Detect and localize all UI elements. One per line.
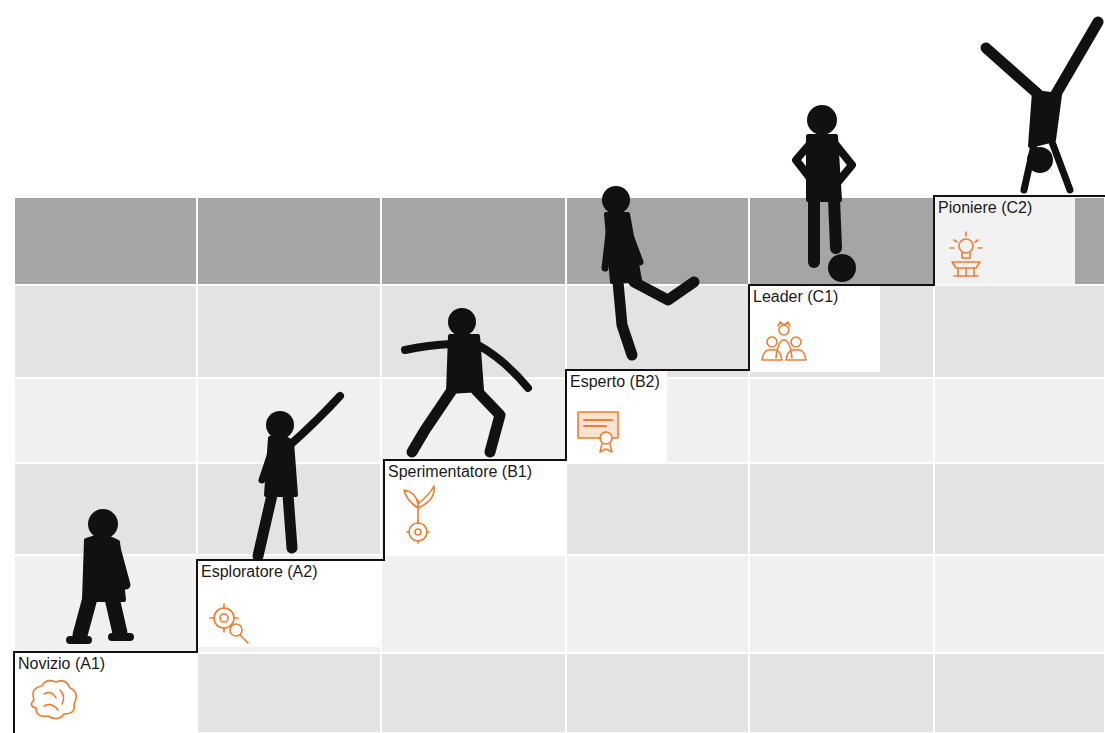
jumping-silhouette bbox=[405, 308, 528, 452]
ball-player-silhouette bbox=[796, 105, 856, 282]
level-label: Sperimentatore (B1) bbox=[385, 461, 535, 483]
grid-cell bbox=[198, 556, 380, 652]
grid-cell bbox=[15, 654, 196, 732]
grid-cell bbox=[935, 556, 1104, 652]
level-step-box: Leader (C1) bbox=[750, 286, 880, 372]
grid-cell bbox=[198, 654, 380, 732]
grid-cell bbox=[935, 379, 1104, 462]
grid-cell bbox=[198, 198, 380, 284]
level-step-box: Esploratore (A2) bbox=[198, 561, 381, 647]
grid-cell bbox=[935, 286, 1104, 377]
grid-cell bbox=[567, 654, 748, 732]
grid-cell bbox=[935, 464, 1104, 554]
brain-icon bbox=[31, 681, 76, 719]
grid-cell bbox=[750, 654, 933, 732]
grid-cell bbox=[198, 286, 380, 377]
grid-cell bbox=[15, 379, 196, 462]
lightbulb-podium-icon bbox=[950, 232, 982, 276]
grid-cell bbox=[935, 654, 1104, 732]
cartwheel-silhouette bbox=[986, 22, 1098, 190]
grid-cell bbox=[750, 198, 933, 284]
level-step-box: Sperimentatore (B1) bbox=[385, 461, 566, 555]
grid-cell bbox=[15, 286, 196, 377]
level-step-box: Pioniere (C2) bbox=[935, 197, 1075, 285]
level-step-box: Novizio (A1) bbox=[15, 653, 197, 733]
grid-cell bbox=[382, 198, 565, 284]
grid-cell bbox=[382, 379, 565, 462]
level-label: Pioniere (C2) bbox=[935, 197, 1035, 219]
grid-cell bbox=[750, 556, 933, 652]
level-label: Novizio (A1) bbox=[15, 653, 108, 675]
kicking-silhouette bbox=[602, 186, 694, 355]
grid-cell bbox=[567, 556, 748, 652]
grid-cell bbox=[382, 556, 565, 652]
level-step-box: Esperto (B2) bbox=[567, 371, 667, 463]
girl-silhouette bbox=[258, 396, 340, 556]
grid-cell bbox=[935, 198, 1104, 284]
grid-cell bbox=[15, 198, 196, 284]
level-label: Esperto (B2) bbox=[567, 371, 663, 393]
certificate-icon bbox=[578, 412, 618, 452]
grid-cell bbox=[750, 379, 933, 462]
grid-cell bbox=[567, 464, 748, 554]
staircase-path bbox=[14, 196, 1105, 733]
level-label: Esploratore (A2) bbox=[198, 561, 321, 583]
level-label: Leader (C1) bbox=[750, 286, 841, 308]
grid-cell bbox=[750, 464, 933, 554]
grid-cell bbox=[567, 198, 748, 284]
grid-cell bbox=[750, 286, 933, 377]
sprout-gear-icon bbox=[404, 486, 434, 543]
team-icon bbox=[762, 322, 806, 360]
toddler-silhouette bbox=[70, 509, 130, 640]
gear-magnifier-icon bbox=[210, 604, 248, 643]
grid-cell bbox=[382, 654, 565, 732]
